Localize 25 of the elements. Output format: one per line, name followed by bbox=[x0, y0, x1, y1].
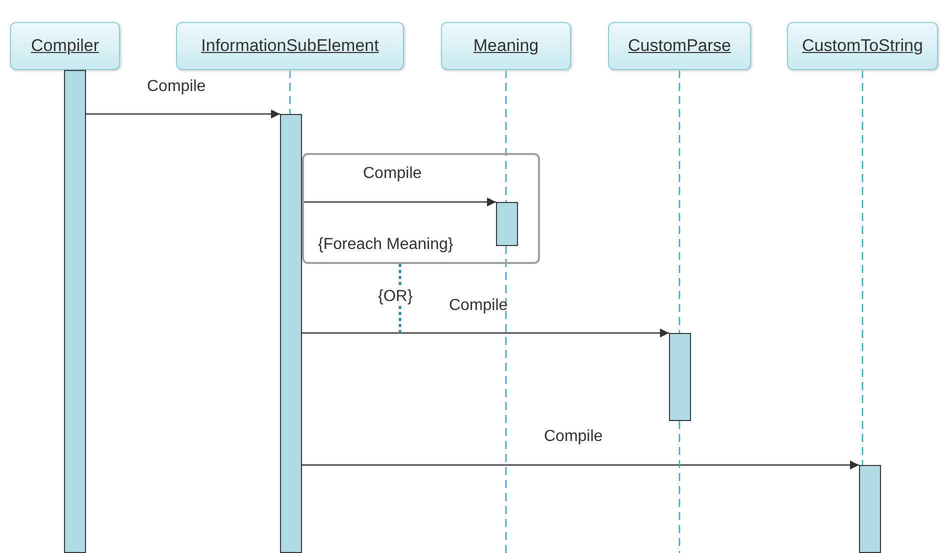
message-arrow bbox=[302, 328, 669, 338]
message-label: Compile bbox=[147, 78, 206, 96]
lifeline-header: CustomToString bbox=[787, 22, 938, 70]
lifeline bbox=[505, 70, 507, 202]
message-label: Compile bbox=[449, 297, 508, 315]
lifeline-header: Compiler bbox=[10, 22, 120, 70]
lifeline-header: Meaning bbox=[441, 22, 571, 70]
lifeline bbox=[289, 70, 291, 114]
activation-bar bbox=[669, 333, 691, 421]
message-arrow bbox=[86, 110, 280, 118]
activation-bar bbox=[280, 114, 302, 553]
loop-condition: {Foreach Meaning} bbox=[318, 236, 454, 254]
alternative-label: {OR} bbox=[378, 288, 413, 306]
message-arrow bbox=[302, 460, 859, 470]
message-arrow bbox=[302, 198, 496, 206]
lifeline-header: InformationSubElement bbox=[176, 22, 404, 70]
activation-bar bbox=[859, 465, 881, 553]
activation-bar bbox=[496, 202, 518, 246]
lifeline bbox=[862, 70, 864, 465]
activation-bar bbox=[64, 70, 86, 553]
loop-frame bbox=[302, 153, 540, 264]
lifeline-header: CustomParse bbox=[608, 22, 751, 70]
message-label: Compile bbox=[544, 428, 603, 446]
message-label: Compile bbox=[363, 165, 422, 183]
lifeline bbox=[678, 70, 680, 333]
